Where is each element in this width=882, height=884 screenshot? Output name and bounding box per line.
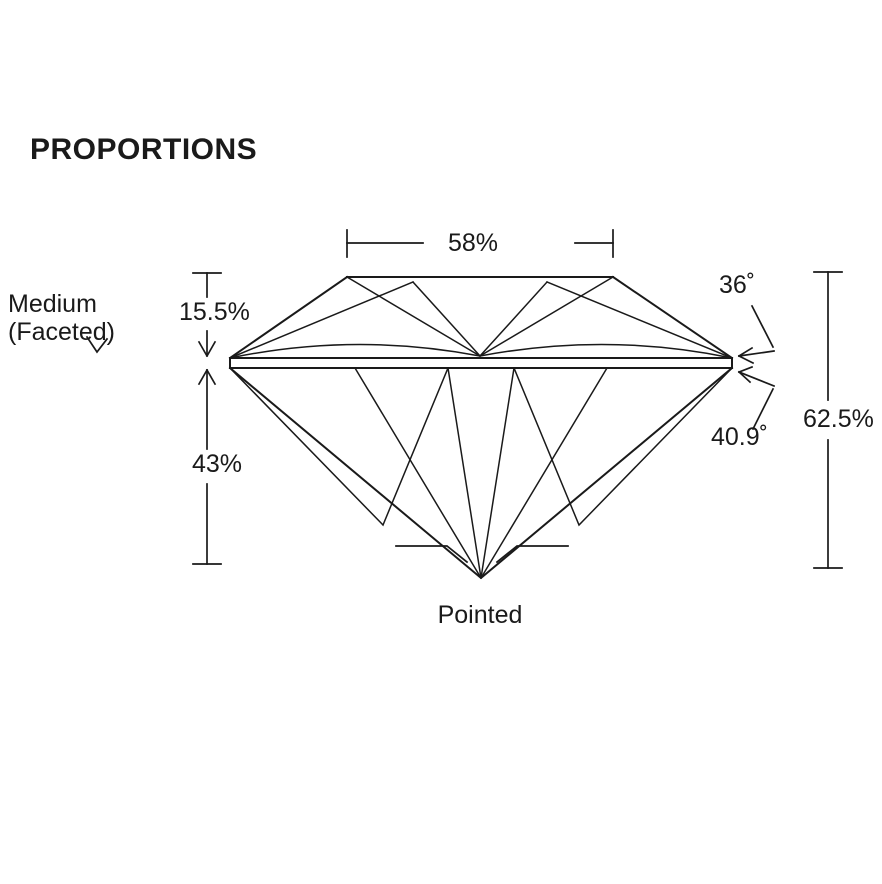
table-size-label: 58% xyxy=(447,229,499,257)
diamond-outline xyxy=(228,275,734,580)
girdle-type-label-line1: Medium xyxy=(8,290,97,318)
pavilion-depth-dimension xyxy=(192,368,222,565)
pavilion-depth-label: 43% xyxy=(192,450,243,478)
girdle-leader xyxy=(85,335,109,354)
crown-angle-leader xyxy=(737,304,775,365)
table-width-dimension xyxy=(346,229,614,258)
page-title: PROPORTIONS xyxy=(30,133,258,166)
crown-height-label: 15.5% xyxy=(179,298,250,326)
crown-height-dimension xyxy=(192,272,222,358)
culet-bracket xyxy=(395,545,569,564)
girdle-type-label-line2: (Faceted) xyxy=(8,318,115,346)
total-depth-dimension xyxy=(813,271,843,569)
crown-facets xyxy=(229,275,733,359)
pavilion-angle-leader xyxy=(737,365,776,431)
pavilion-facets xyxy=(228,366,734,580)
crown-angle-label: 36˚ xyxy=(719,271,756,299)
total-depth-label: 62.5% xyxy=(803,405,874,433)
culet-type-label: Pointed xyxy=(437,601,523,629)
pavilion-angle-label: 40.9˚ xyxy=(711,423,768,451)
